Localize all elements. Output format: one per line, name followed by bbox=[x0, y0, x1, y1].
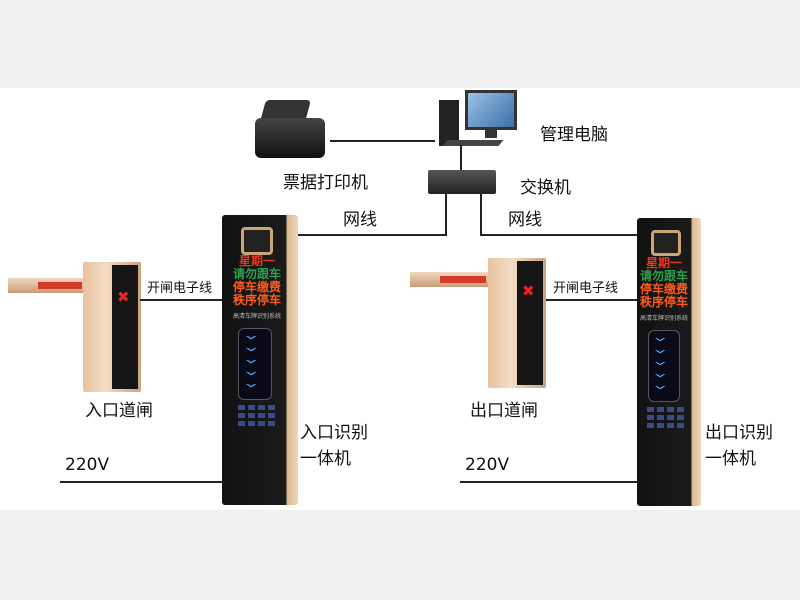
exit-unit-label-2: 一体机 bbox=[705, 449, 756, 469]
open-wire-left-label: 开闸电子线 bbox=[147, 281, 213, 296]
keypad bbox=[238, 405, 275, 426]
exit-unit-label-1: 出口识别 bbox=[705, 423, 773, 443]
top-band bbox=[0, 0, 800, 88]
x-indicator-icon: ✖ bbox=[522, 282, 535, 300]
power-right-label: 220V bbox=[465, 455, 510, 475]
arm-stripe bbox=[440, 276, 486, 283]
power-left-line bbox=[60, 481, 222, 483]
chevron-up-icon: ‹ bbox=[238, 346, 266, 353]
printer-label: 票据打印机 bbox=[283, 173, 368, 193]
led-line1: 星期一 bbox=[645, 256, 682, 270]
led-line4: 秩序停车 bbox=[639, 295, 688, 309]
printer-cable bbox=[330, 140, 435, 142]
open-wire-left bbox=[140, 299, 222, 301]
camera-icon bbox=[651, 230, 681, 256]
chevron-up-icon: ‹ bbox=[238, 370, 266, 377]
bottom-band bbox=[0, 510, 800, 600]
chevron-up-icon: ‹ bbox=[647, 348, 675, 355]
gate-face bbox=[517, 261, 543, 385]
open-wire-right bbox=[546, 299, 637, 301]
system-label: 高清车牌识别系统 bbox=[639, 315, 688, 322]
camera-icon bbox=[241, 227, 273, 255]
chevron-up-icon: ‹ bbox=[647, 336, 675, 343]
chevron-up-icon: ‹ bbox=[238, 382, 266, 389]
chevron-up-icon: ‹ bbox=[647, 384, 675, 391]
entry-unit-label-1: 入口识别 bbox=[300, 423, 368, 443]
led-line2: 请勿跟车 bbox=[639, 269, 688, 283]
led-line2: 请勿跟车 bbox=[232, 267, 281, 281]
x-indicator-icon: ✖ bbox=[117, 288, 130, 306]
chevron-up-icon: ‹ bbox=[238, 334, 266, 341]
power-right-line bbox=[460, 481, 637, 483]
open-wire-right-label: 开闸电子线 bbox=[553, 281, 619, 296]
power-left-label: 220V bbox=[65, 455, 110, 475]
printer-icon bbox=[255, 100, 330, 162]
computer-icon bbox=[435, 88, 525, 153]
arrow-panel bbox=[238, 328, 272, 400]
chevron-up-icon: ‹ bbox=[238, 358, 266, 365]
led-line3: 停车缴费 bbox=[639, 282, 688, 296]
chevron-up-icon: ‹ bbox=[647, 372, 675, 379]
system-label: 高清车牌识别系统 bbox=[232, 313, 281, 320]
cable-left-label: 网线 bbox=[343, 210, 377, 230]
gate-face bbox=[112, 265, 138, 389]
cable-left bbox=[445, 194, 447, 236]
led-line3: 停车缴费 bbox=[232, 280, 281, 294]
keypad bbox=[647, 407, 684, 428]
chevron-up-icon: ‹ bbox=[647, 360, 675, 367]
led-line4: 秩序停车 bbox=[232, 293, 281, 307]
arrow-panel bbox=[648, 330, 680, 402]
cable-right bbox=[480, 194, 482, 236]
cable-right-label: 网线 bbox=[508, 210, 542, 230]
cable-left-h bbox=[298, 234, 447, 236]
computer-label: 管理电脑 bbox=[540, 125, 608, 145]
cable-right-h bbox=[480, 234, 637, 236]
entry-gate-label: 入口道闸 bbox=[85, 401, 153, 421]
exit-gate-label: 出口道闸 bbox=[470, 401, 538, 421]
switch-label: 交换机 bbox=[520, 178, 571, 198]
arm-stripe bbox=[38, 282, 82, 289]
computer-cable bbox=[460, 145, 462, 170]
entry-unit-label-2: 一体机 bbox=[300, 449, 351, 469]
led-line1: 星期一 bbox=[238, 254, 275, 268]
switch-icon bbox=[428, 170, 496, 194]
